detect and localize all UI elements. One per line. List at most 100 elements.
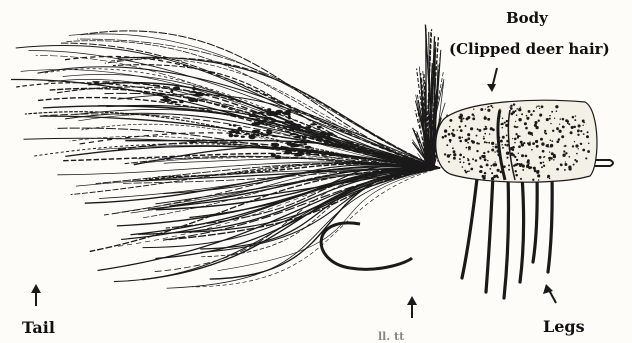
tail-speck: [271, 120, 278, 122]
body-dot: [450, 141, 451, 142]
body-dot: [483, 136, 484, 137]
body-dot: [514, 156, 516, 158]
body-dot: [484, 141, 486, 143]
body-dot: [506, 135, 508, 137]
body-dot: [530, 167, 532, 169]
body-dot: [550, 144, 553, 147]
tail-speck: [189, 91, 198, 93]
body-dot: [480, 108, 483, 111]
body-dot: [508, 169, 510, 171]
body-dot: [483, 128, 485, 130]
body-dot: [510, 105, 512, 107]
body-dot: [538, 120, 540, 122]
body-dot: [518, 108, 521, 111]
body-dot: [576, 160, 578, 162]
body-dot: [494, 151, 496, 153]
body-dot: [468, 163, 470, 165]
body-dot: [547, 177, 548, 178]
body-dot: [541, 166, 543, 168]
body-dot: [520, 178, 522, 180]
tail-speck: [257, 121, 260, 125]
body-dot: [453, 153, 456, 156]
body-dot: [514, 110, 516, 112]
body-dot: [522, 169, 524, 171]
body-dot: [516, 163, 519, 166]
body-dot: [585, 157, 587, 159]
body-dot: [512, 146, 515, 149]
tail-speck: [257, 112, 265, 114]
tail-speck: [264, 117, 269, 121]
body-dot: [468, 149, 469, 150]
body-dot: [442, 136, 445, 139]
tail-speck: [170, 101, 177, 103]
body-dot: [489, 133, 490, 134]
leg: [533, 176, 537, 262]
body-dot: [453, 150, 456, 153]
body-dot: [515, 121, 516, 122]
body-dot: [492, 163, 495, 166]
body-dot: [497, 169, 500, 172]
body-dot: [536, 106, 537, 107]
body-dot: [497, 176, 499, 178]
body-dot: [449, 126, 450, 127]
tail-speck: [241, 136, 245, 138]
leg: [462, 170, 478, 278]
body-dot: [487, 118, 490, 121]
tail-speck: [248, 135, 255, 140]
body-dot: [564, 146, 565, 147]
body-dot: [564, 169, 566, 171]
body-dot: [504, 122, 506, 124]
body-dot: [582, 149, 585, 152]
body-dot: [452, 147, 454, 149]
body-dot: [490, 165, 492, 167]
body-dot: [477, 128, 479, 130]
tail-speck: [305, 126, 309, 129]
body-dot: [473, 115, 475, 117]
tail-speck: [174, 86, 180, 90]
rubber-legs: [462, 170, 552, 298]
body-dot: [553, 154, 556, 157]
body-dot: [526, 115, 528, 117]
body-dot: [567, 122, 569, 124]
body-dot: [516, 108, 518, 110]
tail-speck: [285, 121, 289, 123]
body-dot: [587, 131, 589, 133]
body-dot: [467, 142, 469, 144]
tail-speck: [179, 100, 184, 103]
body-dot: [490, 127, 493, 130]
body-dot: [465, 125, 467, 127]
body-dot: [449, 119, 452, 122]
body-dot: [506, 152, 509, 155]
bottom-partial-label: ll. tt: [378, 330, 404, 343]
body-dot: [550, 140, 552, 142]
leg: [486, 175, 493, 292]
tail-strand: [98, 168, 440, 270]
tail-speck: [164, 97, 168, 99]
body-dot: [524, 122, 527, 125]
body-dot: [532, 179, 534, 181]
body-dot: [526, 165, 529, 168]
body-dot: [512, 149, 514, 151]
body-dot: [528, 163, 530, 165]
body-dot: [520, 106, 521, 107]
tail-arrow: [31, 284, 41, 306]
body-dot: [485, 126, 487, 128]
tail-speck: [271, 153, 276, 157]
body-dot: [513, 165, 515, 167]
body-dot: [535, 126, 538, 129]
body-dot: [543, 157, 544, 158]
body-dot: [464, 139, 467, 142]
body-dot: [475, 159, 477, 161]
tail-speck: [298, 141, 306, 144]
body-dot: [582, 120, 585, 123]
tail-speck: [157, 93, 164, 95]
body-dot: [528, 110, 531, 113]
body-dot: [509, 106, 510, 107]
body-dot: [560, 163, 561, 164]
body-dot: [580, 130, 582, 132]
body-dot: [485, 108, 486, 109]
body-dot: [467, 137, 470, 140]
tail-speck: [290, 133, 297, 135]
body-dot: [448, 133, 451, 136]
body-dot: [556, 168, 559, 171]
